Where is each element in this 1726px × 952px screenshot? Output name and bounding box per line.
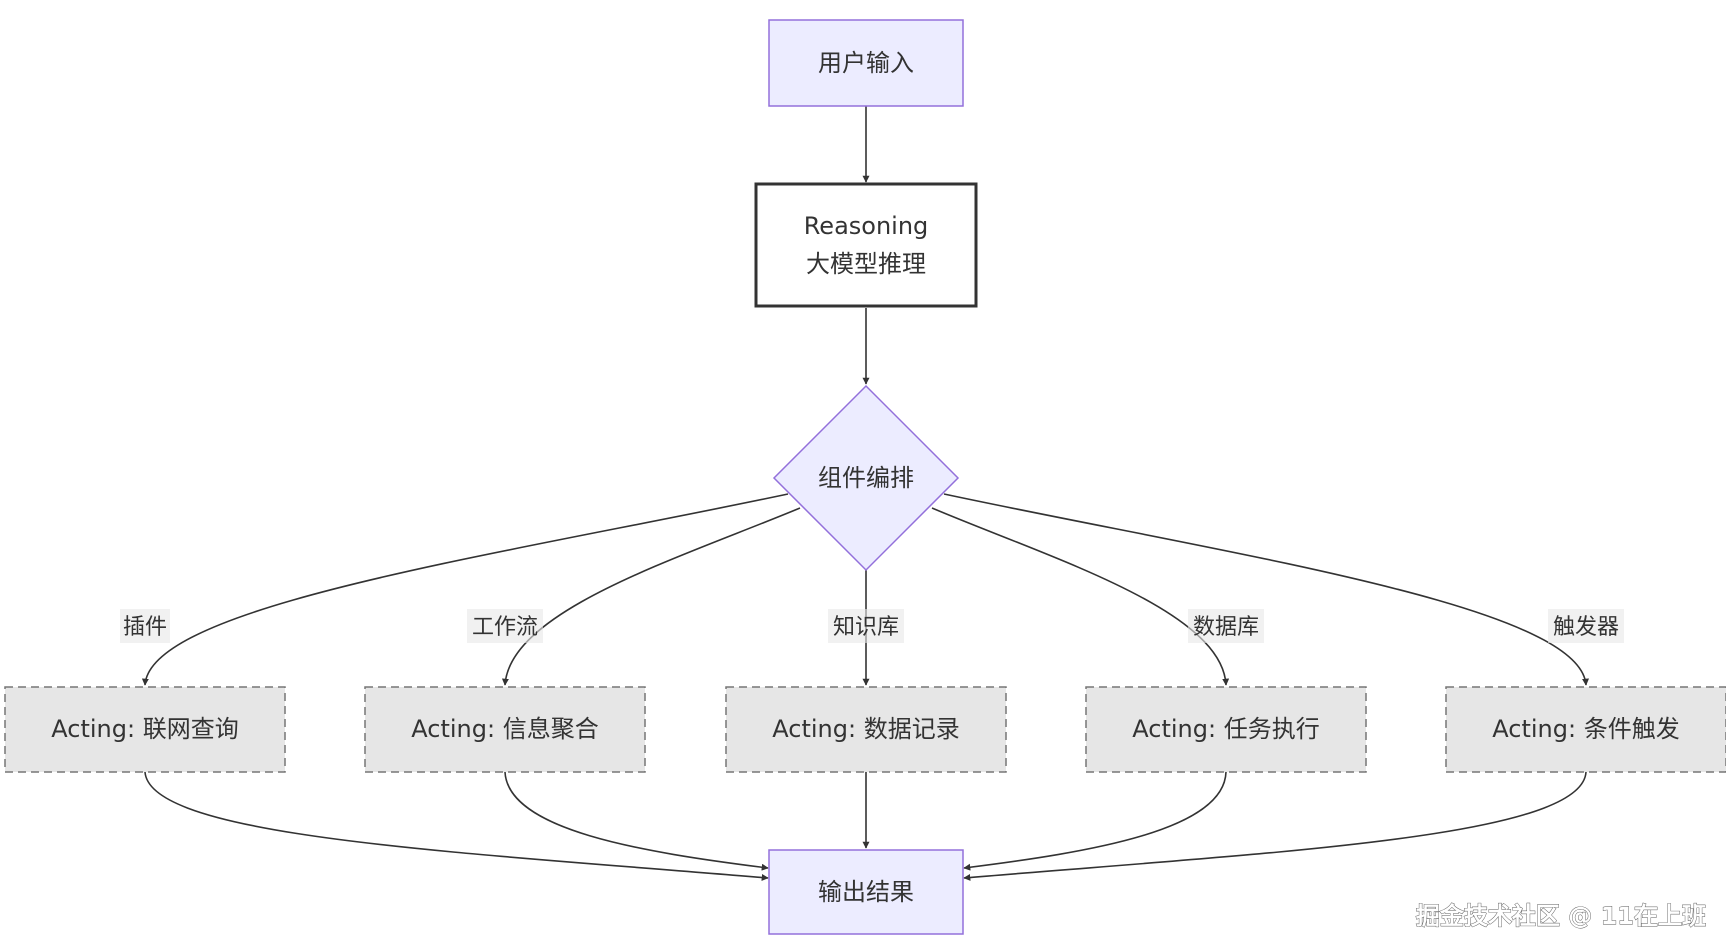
edge-label-plugin: 插件: [120, 609, 170, 643]
node-output: 输出结果: [768, 849, 964, 935]
node-reasoning-line2: 大模型推理: [806, 250, 926, 278]
edge-label-knowledge: 知识库: [828, 609, 904, 643]
edge-orchestration-to-aggregate: [501, 507, 801, 686]
edge-labels: 插件 工作流 知识库 数据库 触发器: [120, 609, 1624, 643]
edge-label-workflow: 工作流: [467, 609, 543, 643]
edge-orchestration-to-execute: [931, 507, 1230, 686]
node-acting-search: Acting: 联网查询: [4, 686, 286, 773]
edge-trigger-to-output: [963, 771, 1587, 881]
node-acting-aggregate: Acting: 信息聚合: [364, 686, 646, 773]
edge-label-database-text: 数据库: [1193, 615, 1259, 640]
edge-orchestration-to-search: [141, 493, 789, 686]
edge-label-trigger: 触发器: [1548, 609, 1624, 643]
edge-label-knowledge-text: 知识库: [833, 615, 899, 640]
node-acting-record: Acting: 数据记录: [725, 686, 1007, 773]
edge-execute-to-output: [963, 771, 1227, 871]
node-acting-trigger-label: Acting: 条件触发: [1492, 715, 1679, 743]
edge-orchestration-to-trigger: [943, 493, 1589, 686]
node-reasoning-line1: Reasoning: [804, 212, 929, 240]
edge-aggregate-to-output: [504, 771, 769, 871]
node-orchestration: 组件编排: [772, 384, 960, 572]
node-acting-search-label: Acting: 联网查询: [51, 715, 238, 743]
node-user-input: 用户输入: [768, 19, 964, 107]
watermark: 掘金技术社区 @ 11在上班: [1416, 902, 1706, 930]
node-orchestration-label: 组件编排: [818, 464, 914, 492]
node-acting-aggregate-label: Acting: 信息聚合: [411, 715, 598, 743]
node-acting-execute: Acting: 任务执行: [1085, 686, 1367, 773]
node-output-label: 输出结果: [818, 878, 914, 906]
edge-label-trigger-text: 触发器: [1553, 615, 1619, 640]
node-reasoning: Reasoning 大模型推理: [754, 182, 978, 308]
node-user-input-label: 用户输入: [818, 49, 914, 77]
node-acting-trigger: Acting: 条件触发: [1445, 686, 1726, 773]
edge-label-database: 数据库: [1188, 609, 1264, 643]
edges: [141, 106, 1589, 881]
edge-label-plugin-text: 插件: [123, 615, 167, 640]
edge-search-to-output: [144, 771, 769, 881]
edge-label-workflow-text: 工作流: [472, 615, 538, 640]
node-acting-record-label: Acting: 数据记录: [772, 715, 959, 743]
node-acting-execute-label: Acting: 任务执行: [1132, 715, 1319, 743]
